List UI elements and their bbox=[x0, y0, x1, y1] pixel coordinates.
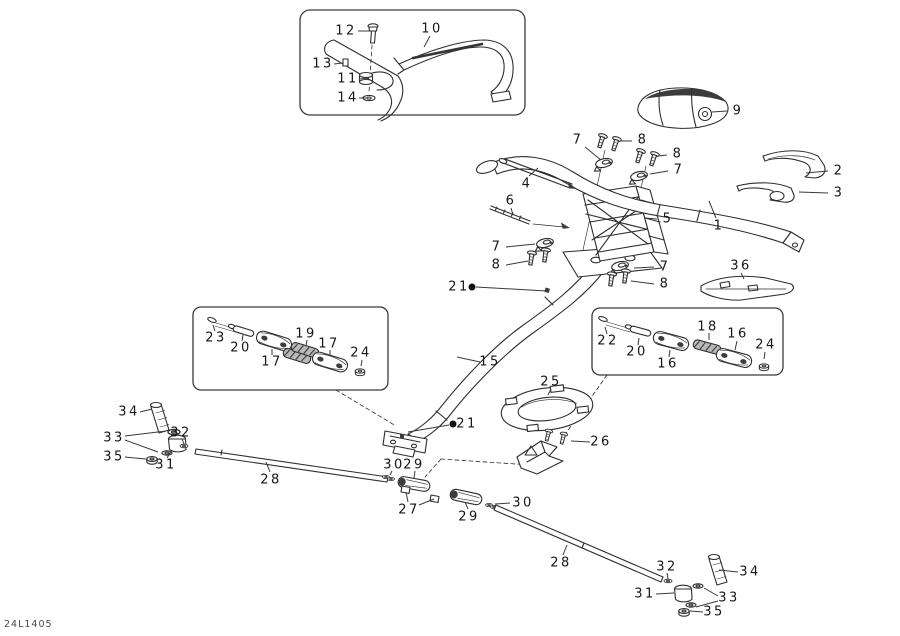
drawing-code: 24L1405 bbox=[4, 619, 53, 630]
handlebar-pad bbox=[637, 87, 729, 129]
tie-rod-left bbox=[146, 401, 389, 483]
gasket-plate bbox=[500, 384, 594, 433]
inset-clamp-right bbox=[591, 307, 784, 376]
rod-ends-center bbox=[382, 475, 498, 509]
inset-handlebar-hook bbox=[299, 9, 526, 122]
inset-clamp-left bbox=[192, 306, 389, 391]
rod-part4 bbox=[498, 157, 579, 192]
grip-cover-right bbox=[736, 150, 826, 203]
tie-rod-right bbox=[493, 504, 728, 617]
support-bracket bbox=[516, 427, 569, 475]
handlebar bbox=[475, 156, 805, 253]
steering-column bbox=[382, 261, 605, 458]
pin-part6 bbox=[489, 205, 572, 231]
bracket-36 bbox=[700, 275, 794, 301]
